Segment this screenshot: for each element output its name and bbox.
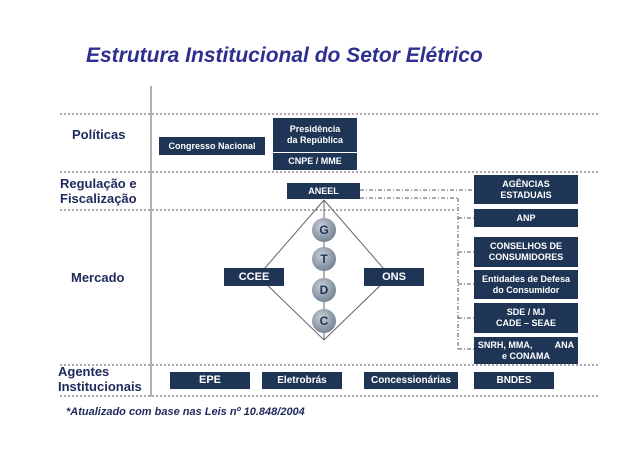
box-sde-line2: CADE – SEAE: [495, 318, 557, 328]
box-conselhos-consumidores: CONSELHOS DE CONSUMIDORES: [474, 237, 578, 267]
page-title: Estrutura Institucional do Setor Elétric…: [86, 44, 483, 67]
box-concessionarias: Concessionárias: [364, 372, 458, 389]
box-presidencia-line2: da República: [286, 135, 343, 145]
box-presidencia: Presidência da República: [273, 118, 357, 152]
box-conselhos-line1: CONSELHOS DE: [489, 241, 562, 251]
box-bndes: BNDES: [474, 372, 554, 389]
circle-g: G: [312, 218, 336, 242]
box-sde-cade: SDE / MJ CADE – SEAE: [474, 303, 578, 333]
box-congresso-nacional: Congresso Nacional: [159, 137, 265, 155]
row-label-regulacao: Regulação e Fiscalização: [60, 176, 137, 206]
box-snrh-conama: SNRH, MMA, ANA e CONAMA: [474, 337, 578, 364]
row-label-regulacao-line2: Fiscalização: [60, 191, 137, 206]
box-agencias-estaduais: AGÊNCIAS ESTADUAIS: [474, 175, 578, 204]
box-entidades-line2: do Consumidor: [492, 284, 560, 295]
box-snrh-line2: e CONAMA: [501, 350, 550, 361]
box-eletrobras: Eletrobrás: [262, 372, 342, 389]
box-agencias-line2: ESTADUAIS: [500, 189, 552, 200]
circle-d: D: [312, 278, 336, 302]
box-presidencia-line1: Presidência: [289, 124, 341, 134]
row-label-politicas: Políticas: [72, 127, 126, 142]
box-entidades-line1: Entidades de Defesa: [481, 273, 571, 284]
footnote: *Atualizado com base nas Leis nº 10.848/…: [66, 406, 305, 418]
box-agencias-line1: AGÊNCIAS: [502, 178, 550, 189]
circle-t: T: [312, 247, 336, 271]
circle-c: C: [312, 309, 336, 333]
box-cnpe-mme: CNPE / MME: [273, 153, 357, 170]
row-label-agentes-line2: Institucionais: [58, 379, 142, 394]
row-label-mercado: Mercado: [71, 270, 125, 285]
row-label-agentes: Agentes Institucionais: [58, 364, 142, 394]
box-ccee: CCEE: [224, 268, 284, 286]
box-conselhos-line2: CONSUMIDORES: [488, 252, 564, 262]
box-ons: ONS: [364, 268, 424, 286]
box-aneel: ANEEL: [287, 183, 360, 199]
box-epe: EPE: [170, 372, 250, 389]
row-label-agentes-line1: Agentes: [58, 364, 110, 379]
box-anp: ANP: [474, 209, 578, 227]
box-entidades-defesa: Entidades de Defesa do Consumidor: [474, 270, 578, 299]
box-sde-line1: SDE / MJ: [506, 307, 546, 317]
row-label-regulacao-line1: Regulação e: [60, 176, 137, 191]
box-snrh-line1: SNRH, MMA, ANA: [477, 339, 575, 350]
